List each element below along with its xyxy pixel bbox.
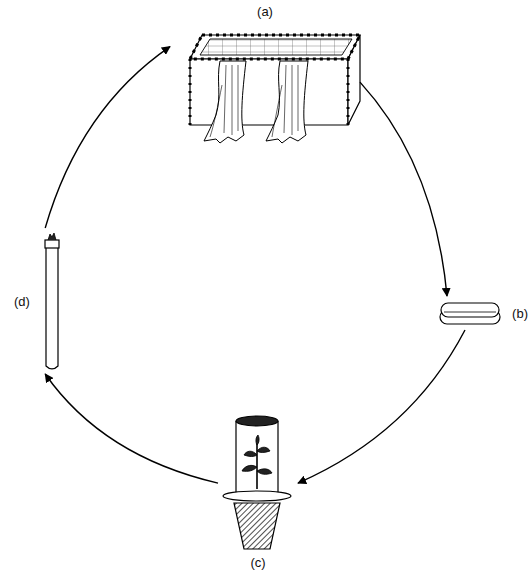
- culture-jar-illustration: [223, 416, 291, 549]
- cycle-arrow: [360, 82, 447, 296]
- illustration-node: (b): [438, 296, 528, 330]
- cycle-arrow: [45, 374, 218, 483]
- test-tube-illustration: [45, 233, 59, 369]
- illustration-node: (d): [14, 228, 66, 374]
- figure-label: (b): [512, 306, 528, 321]
- figure-label: (a): [257, 4, 273, 19]
- figure-label: (c): [250, 555, 265, 570]
- cycle-arrow: [298, 330, 465, 483]
- petri-dish-illustration: [440, 303, 500, 324]
- tray-illustration: [190, 35, 360, 143]
- cycle-arrow: [45, 47, 170, 228]
- figure-label: (d): [14, 294, 30, 309]
- illustration-node: (c): [218, 412, 298, 570]
- illustration-node: (a): [170, 4, 360, 146]
